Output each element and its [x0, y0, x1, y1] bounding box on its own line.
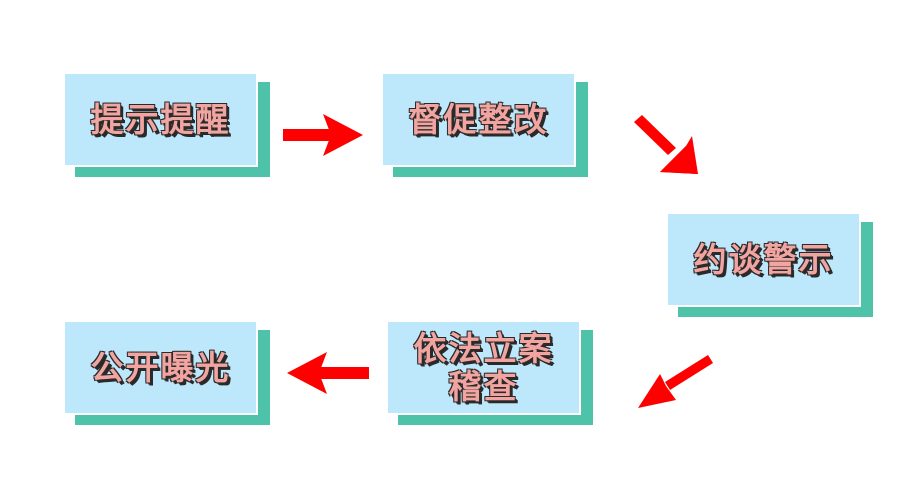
step-4-label-line1: 依法立案	[413, 328, 554, 368]
step-4-node: 依法立案 稽查	[386, 320, 593, 425]
step-2-node: 督促整改	[381, 72, 588, 177]
arrow-down-right-icon	[630, 112, 702, 178]
step-5-card: 公开曝光	[63, 320, 258, 415]
arrow-right-1-icon	[283, 112, 365, 158]
step-4-label-line2: 稽查	[448, 366, 519, 406]
step-2-card: 督促整改	[381, 72, 576, 167]
step-1-node: 提示提醒	[63, 72, 270, 177]
step-1-card: 提示提醒	[63, 72, 258, 167]
step-2-label: 督促整改	[408, 99, 549, 139]
step-5-label: 公开曝光	[90, 347, 231, 387]
step-1-label: 提示提醒	[90, 99, 231, 139]
step-5-node: 公开曝光	[63, 320, 270, 425]
step-3-card: 约谈警示	[666, 212, 861, 307]
arrow-down-left-icon	[636, 352, 714, 410]
step-3-label: 约谈警示	[693, 239, 834, 279]
arrow-left-icon	[285, 350, 369, 396]
step-4-card: 依法立案 稽查	[386, 320, 581, 415]
step-3-node: 约谈警示	[666, 212, 873, 317]
